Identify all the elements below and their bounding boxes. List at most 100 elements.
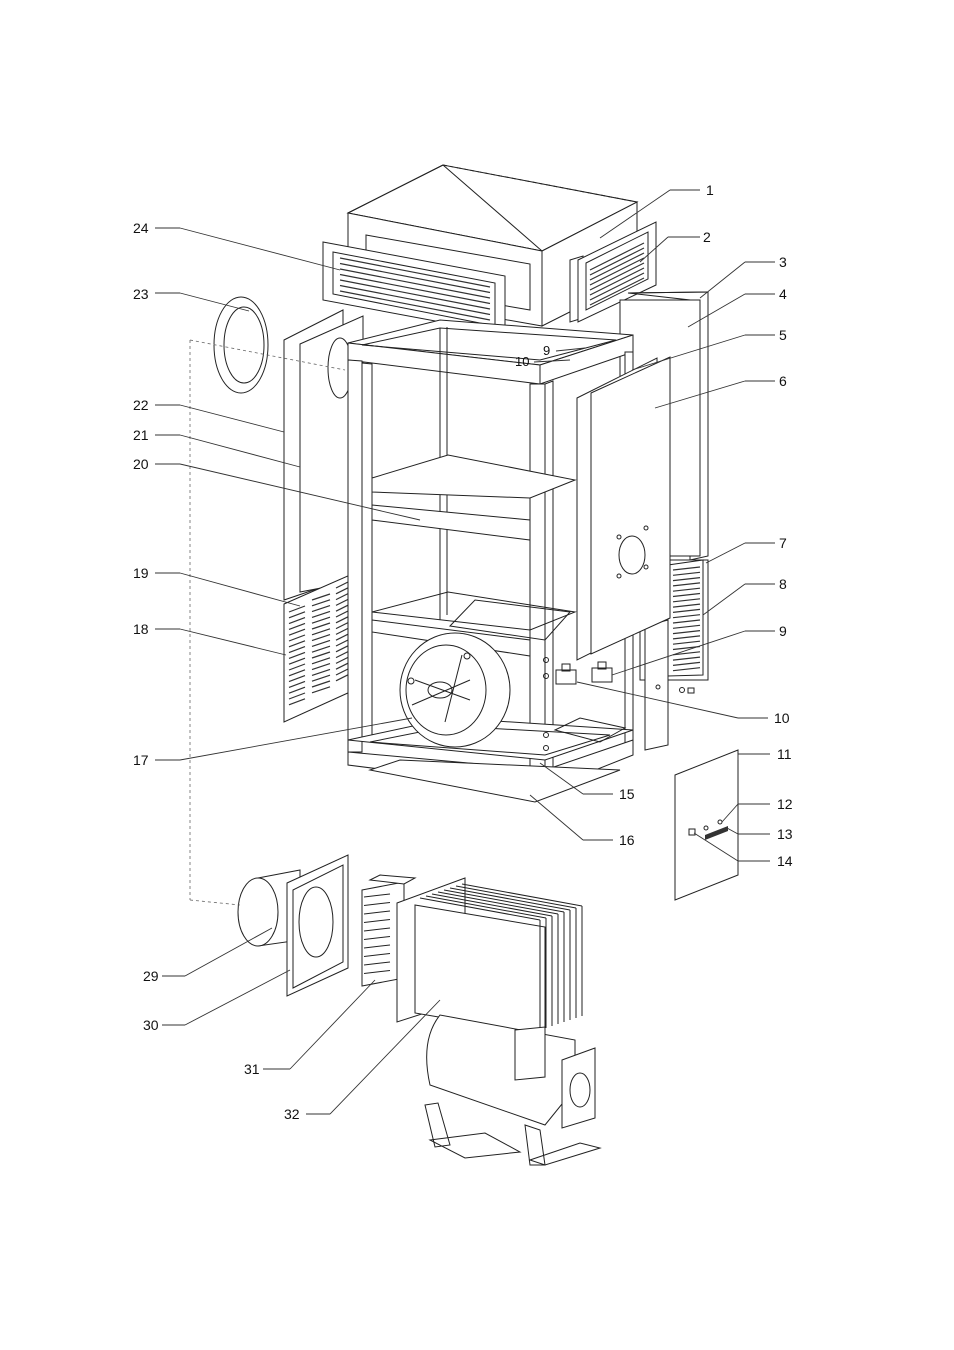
callout-15: 15	[619, 786, 635, 802]
louvre-slot	[335, 622, 349, 630]
leader-line	[631, 334, 746, 371]
louvre-slot	[311, 645, 331, 653]
louvre-slat	[672, 571, 701, 576]
callout-20: 20	[133, 456, 149, 472]
leader-lines	[155, 189, 775, 1115]
callout-16: 16	[619, 832, 635, 848]
leader-line	[705, 542, 746, 564]
louvre-slot	[311, 668, 331, 676]
louvre-slot	[311, 651, 331, 659]
louvre-slot	[288, 640, 306, 648]
leader-line	[699, 261, 746, 299]
louvre-slot	[311, 593, 331, 601]
callout-9-top: 9	[543, 343, 550, 358]
leader-line	[639, 236, 669, 263]
alignment-lines	[189, 339, 346, 906]
louvre-slot	[335, 639, 349, 647]
callout-10-top: 10	[515, 354, 529, 369]
louvre-slot	[311, 605, 331, 613]
leader-line	[184, 927, 273, 977]
leader-line	[533, 359, 571, 363]
leader-line	[179, 434, 301, 468]
manifold-nozzle	[363, 902, 391, 906]
leader-line	[555, 347, 586, 352]
callout-4: 4	[779, 286, 787, 302]
leader-line	[599, 189, 671, 239]
louvre-slot	[335, 581, 349, 589]
grille-slat	[589, 242, 645, 271]
manifold-nozzle	[363, 927, 391, 932]
louvre-slot	[288, 651, 306, 659]
callout-10: 10	[774, 710, 790, 726]
louvre-slot	[288, 657, 306, 665]
grille-slat	[339, 273, 491, 305]
callout-14: 14	[777, 853, 793, 869]
hx-plate-top	[425, 895, 547, 919]
louvre-slat	[672, 619, 701, 624]
callout-31: 31	[244, 1061, 260, 1077]
louvre-slot	[335, 627, 349, 635]
callout-9: 9	[779, 623, 787, 639]
callout-21: 21	[133, 427, 149, 443]
callout-5: 5	[779, 327, 787, 343]
louvre-slat	[672, 566, 701, 571]
leader-line	[179, 227, 341, 271]
leader-line	[179, 717, 413, 761]
louvre-slot	[335, 616, 349, 624]
leader-line	[179, 404, 285, 433]
grille-slat	[589, 247, 645, 276]
callout-23: 23	[133, 286, 149, 302]
callout-1: 1	[706, 182, 714, 198]
callout-7: 7	[779, 535, 787, 551]
louvre-slot	[335, 604, 349, 612]
louvre-slot	[335, 662, 349, 670]
louvre-slat	[672, 640, 701, 645]
leader-line	[611, 630, 746, 676]
manifold-nozzle	[363, 944, 391, 949]
leader-line	[179, 292, 250, 312]
louvre-slot	[288, 686, 306, 694]
right-front-panel	[576, 356, 671, 661]
gasket-ring	[213, 296, 269, 394]
callout-6: 6	[779, 373, 787, 389]
louvre-slot	[311, 674, 331, 682]
louvre-slot	[335, 593, 349, 601]
grille-slat	[589, 252, 645, 281]
manifold-nozzle	[363, 936, 391, 940]
louvre-slot	[288, 663, 306, 671]
louvre-slat	[672, 608, 701, 613]
callout-24: 24	[133, 220, 149, 236]
callout-13: 13	[777, 826, 793, 842]
louvre-slot	[311, 680, 331, 688]
louvre-slot	[335, 645, 349, 653]
louvre-slot	[288, 680, 306, 688]
side-grille	[569, 221, 657, 323]
heat-exchanger	[396, 877, 583, 1036]
louvre-slot	[335, 587, 349, 595]
grille-slat	[589, 267, 645, 296]
callout-17: 17	[133, 752, 149, 768]
callout-32: 32	[284, 1106, 300, 1122]
louvre-slot	[288, 622, 306, 630]
louvre-slot	[288, 617, 306, 625]
louvre-slot	[335, 668, 349, 676]
leader-line	[179, 463, 421, 521]
louvre-slat	[672, 598, 701, 603]
hx-plate-top	[455, 885, 577, 909]
leader-line	[539, 762, 584, 795]
louvre-slot	[311, 616, 331, 624]
grille-slat	[339, 257, 491, 288]
leader-line	[693, 832, 739, 862]
leader-line	[687, 293, 746, 328]
blower-wheel	[399, 632, 511, 748]
blower-housing	[424, 1014, 602, 1166]
louvre-slat	[672, 592, 701, 598]
louvre-slat	[672, 582, 701, 587]
hx-plate-top	[437, 891, 559, 915]
leader-line	[576, 681, 739, 719]
callout-12: 12	[777, 796, 793, 812]
louvre-slat	[672, 667, 701, 672]
callout-22: 22	[133, 397, 149, 413]
louvre-slot	[335, 610, 349, 618]
grille-slat	[589, 277, 645, 306]
